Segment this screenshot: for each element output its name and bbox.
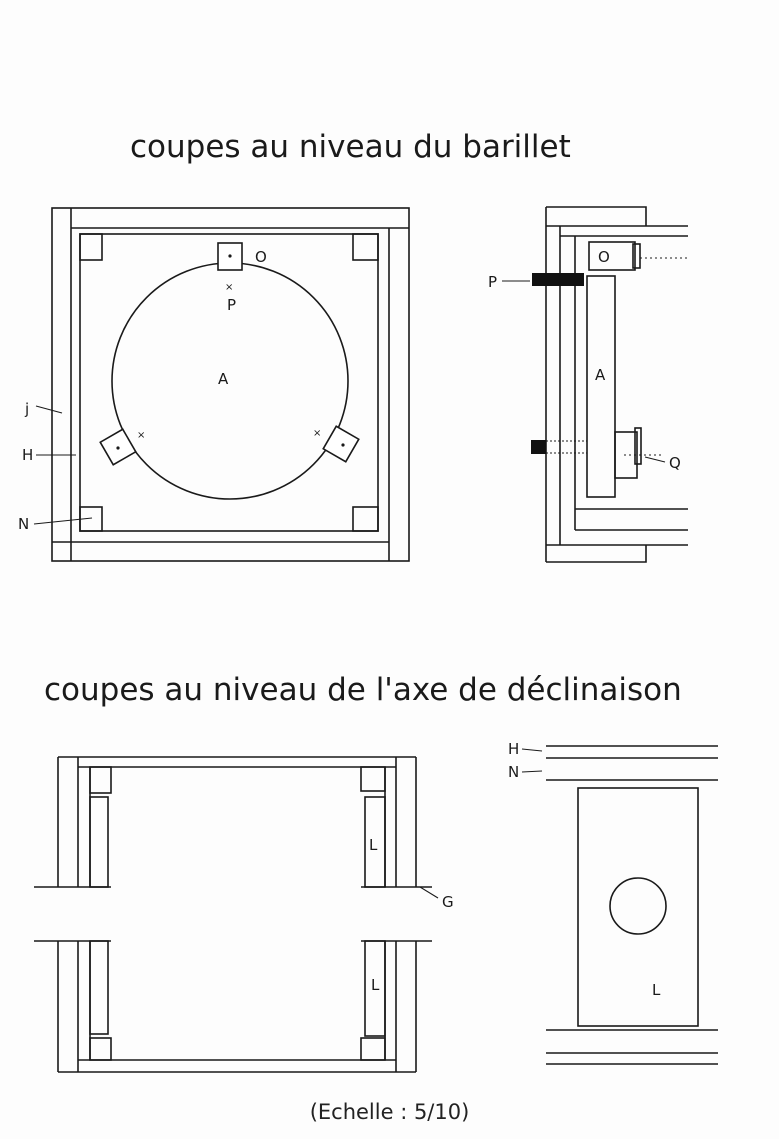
label-j: j [24, 400, 29, 418]
screw-mark: × [137, 430, 145, 441]
knob-Q [614, 431, 638, 479]
label-H: H [508, 740, 519, 758]
knob-Q-cap [634, 427, 642, 465]
top-board [546, 206, 647, 226]
plate-L [89, 796, 109, 888]
declination-section-front: G L L [34, 756, 454, 1073]
leader-line [419, 886, 439, 899]
outer-frame [51, 207, 410, 562]
pad-point [228, 254, 232, 258]
pad-point [116, 446, 120, 450]
label-L: L [652, 981, 661, 999]
scale-caption: (Echelle : 5/10) [309, 1100, 470, 1124]
leader-line [35, 405, 63, 414]
pad-point [341, 443, 345, 447]
label-N: N [508, 763, 519, 781]
label-P: P [488, 273, 497, 291]
title-axe-declinaison: coupes au niveau de l'axe de déclinaison [44, 672, 682, 708]
corner-block [89, 1037, 112, 1061]
plate-L [89, 940, 109, 1035]
support-pad [322, 425, 360, 463]
label-P: P [227, 296, 236, 314]
label-H: H [22, 446, 33, 464]
corner-block [360, 1037, 386, 1061]
label-G: G [442, 893, 454, 911]
support-pad [217, 242, 243, 271]
axis-hole [609, 877, 667, 935]
screw-mark: × [225, 282, 233, 293]
corner-block [89, 766, 112, 794]
screw-mark: × [313, 428, 321, 439]
barrel-plate [586, 275, 616, 498]
leader-line [521, 748, 543, 752]
corner-block [352, 506, 379, 532]
bar-P [532, 273, 584, 286]
pad-O [588, 241, 636, 271]
plate-L [577, 787, 699, 1027]
label-L: L [369, 836, 378, 854]
declination-section-side: H N L [508, 740, 718, 1065]
label-O: O [598, 248, 610, 266]
label-Q: Q [669, 454, 681, 472]
bar-lower [531, 440, 546, 454]
label-A: A [595, 366, 606, 384]
barrel-section-front: × × × O P A j H N [18, 207, 410, 562]
barrel-section-side: P O A Q [488, 206, 688, 563]
label-L: L [371, 976, 380, 994]
leader-line [33, 517, 93, 525]
inner-panel-H [79, 233, 379, 532]
plate-L [364, 940, 386, 1037]
label-A: A [218, 370, 229, 388]
corner-block [360, 766, 386, 792]
label-N: N [18, 515, 29, 533]
leader-line [644, 456, 666, 463]
title-barillet: coupes au niveau du barillet [130, 129, 571, 165]
corner-block [352, 233, 379, 261]
bottom-board [546, 545, 647, 563]
corner-block [79, 233, 103, 261]
label-O: O [255, 248, 267, 266]
pad-O-cap [632, 243, 641, 269]
leader-line [521, 770, 543, 773]
